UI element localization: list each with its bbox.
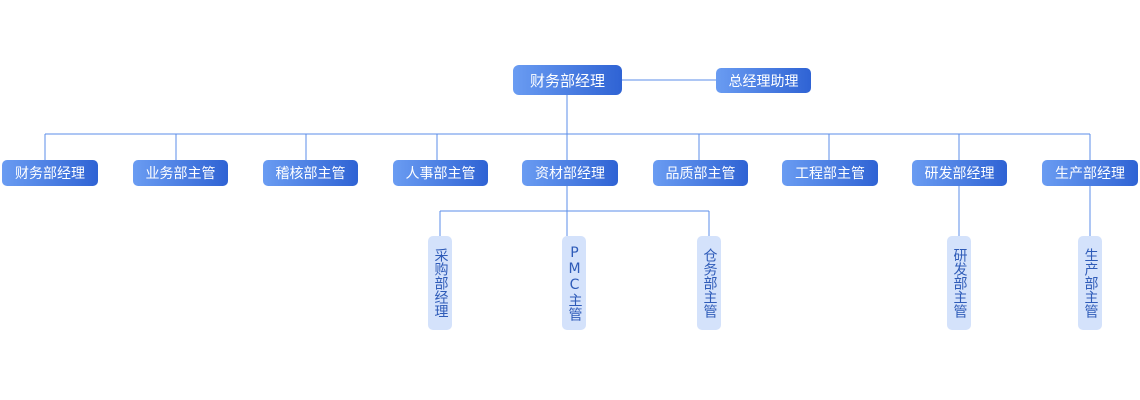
department-node[interactable]: 财务部经理 [2, 160, 98, 186]
department-node[interactable]: 稽核部主管 [263, 160, 358, 186]
department-node[interactable]: 资材部经理 [522, 160, 618, 186]
department-node[interactable]: 生产部经理 [1042, 160, 1138, 186]
department-node[interactable]: 研发部经理 [912, 160, 1007, 186]
sub-node-rnd[interactable]: 研发部主管 [947, 236, 971, 330]
assistant-node[interactable]: 总经理助理 [716, 68, 811, 93]
root-node[interactable]: 财务部经理 [513, 65, 622, 95]
department-node[interactable]: 业务部主管 [133, 160, 228, 186]
sub-node-pmc[interactable]: PMC主管 [562, 236, 586, 330]
sub-node-warehouse[interactable]: 仓务部主管 [697, 236, 721, 330]
sub-node-production[interactable]: 生产部主管 [1078, 236, 1102, 330]
department-node[interactable]: 品质部主管 [653, 160, 748, 186]
department-node[interactable]: 人事部主管 [393, 160, 488, 186]
department-node[interactable]: 工程部主管 [782, 160, 878, 186]
sub-node-procurement[interactable]: 采购部经理 [428, 236, 452, 330]
